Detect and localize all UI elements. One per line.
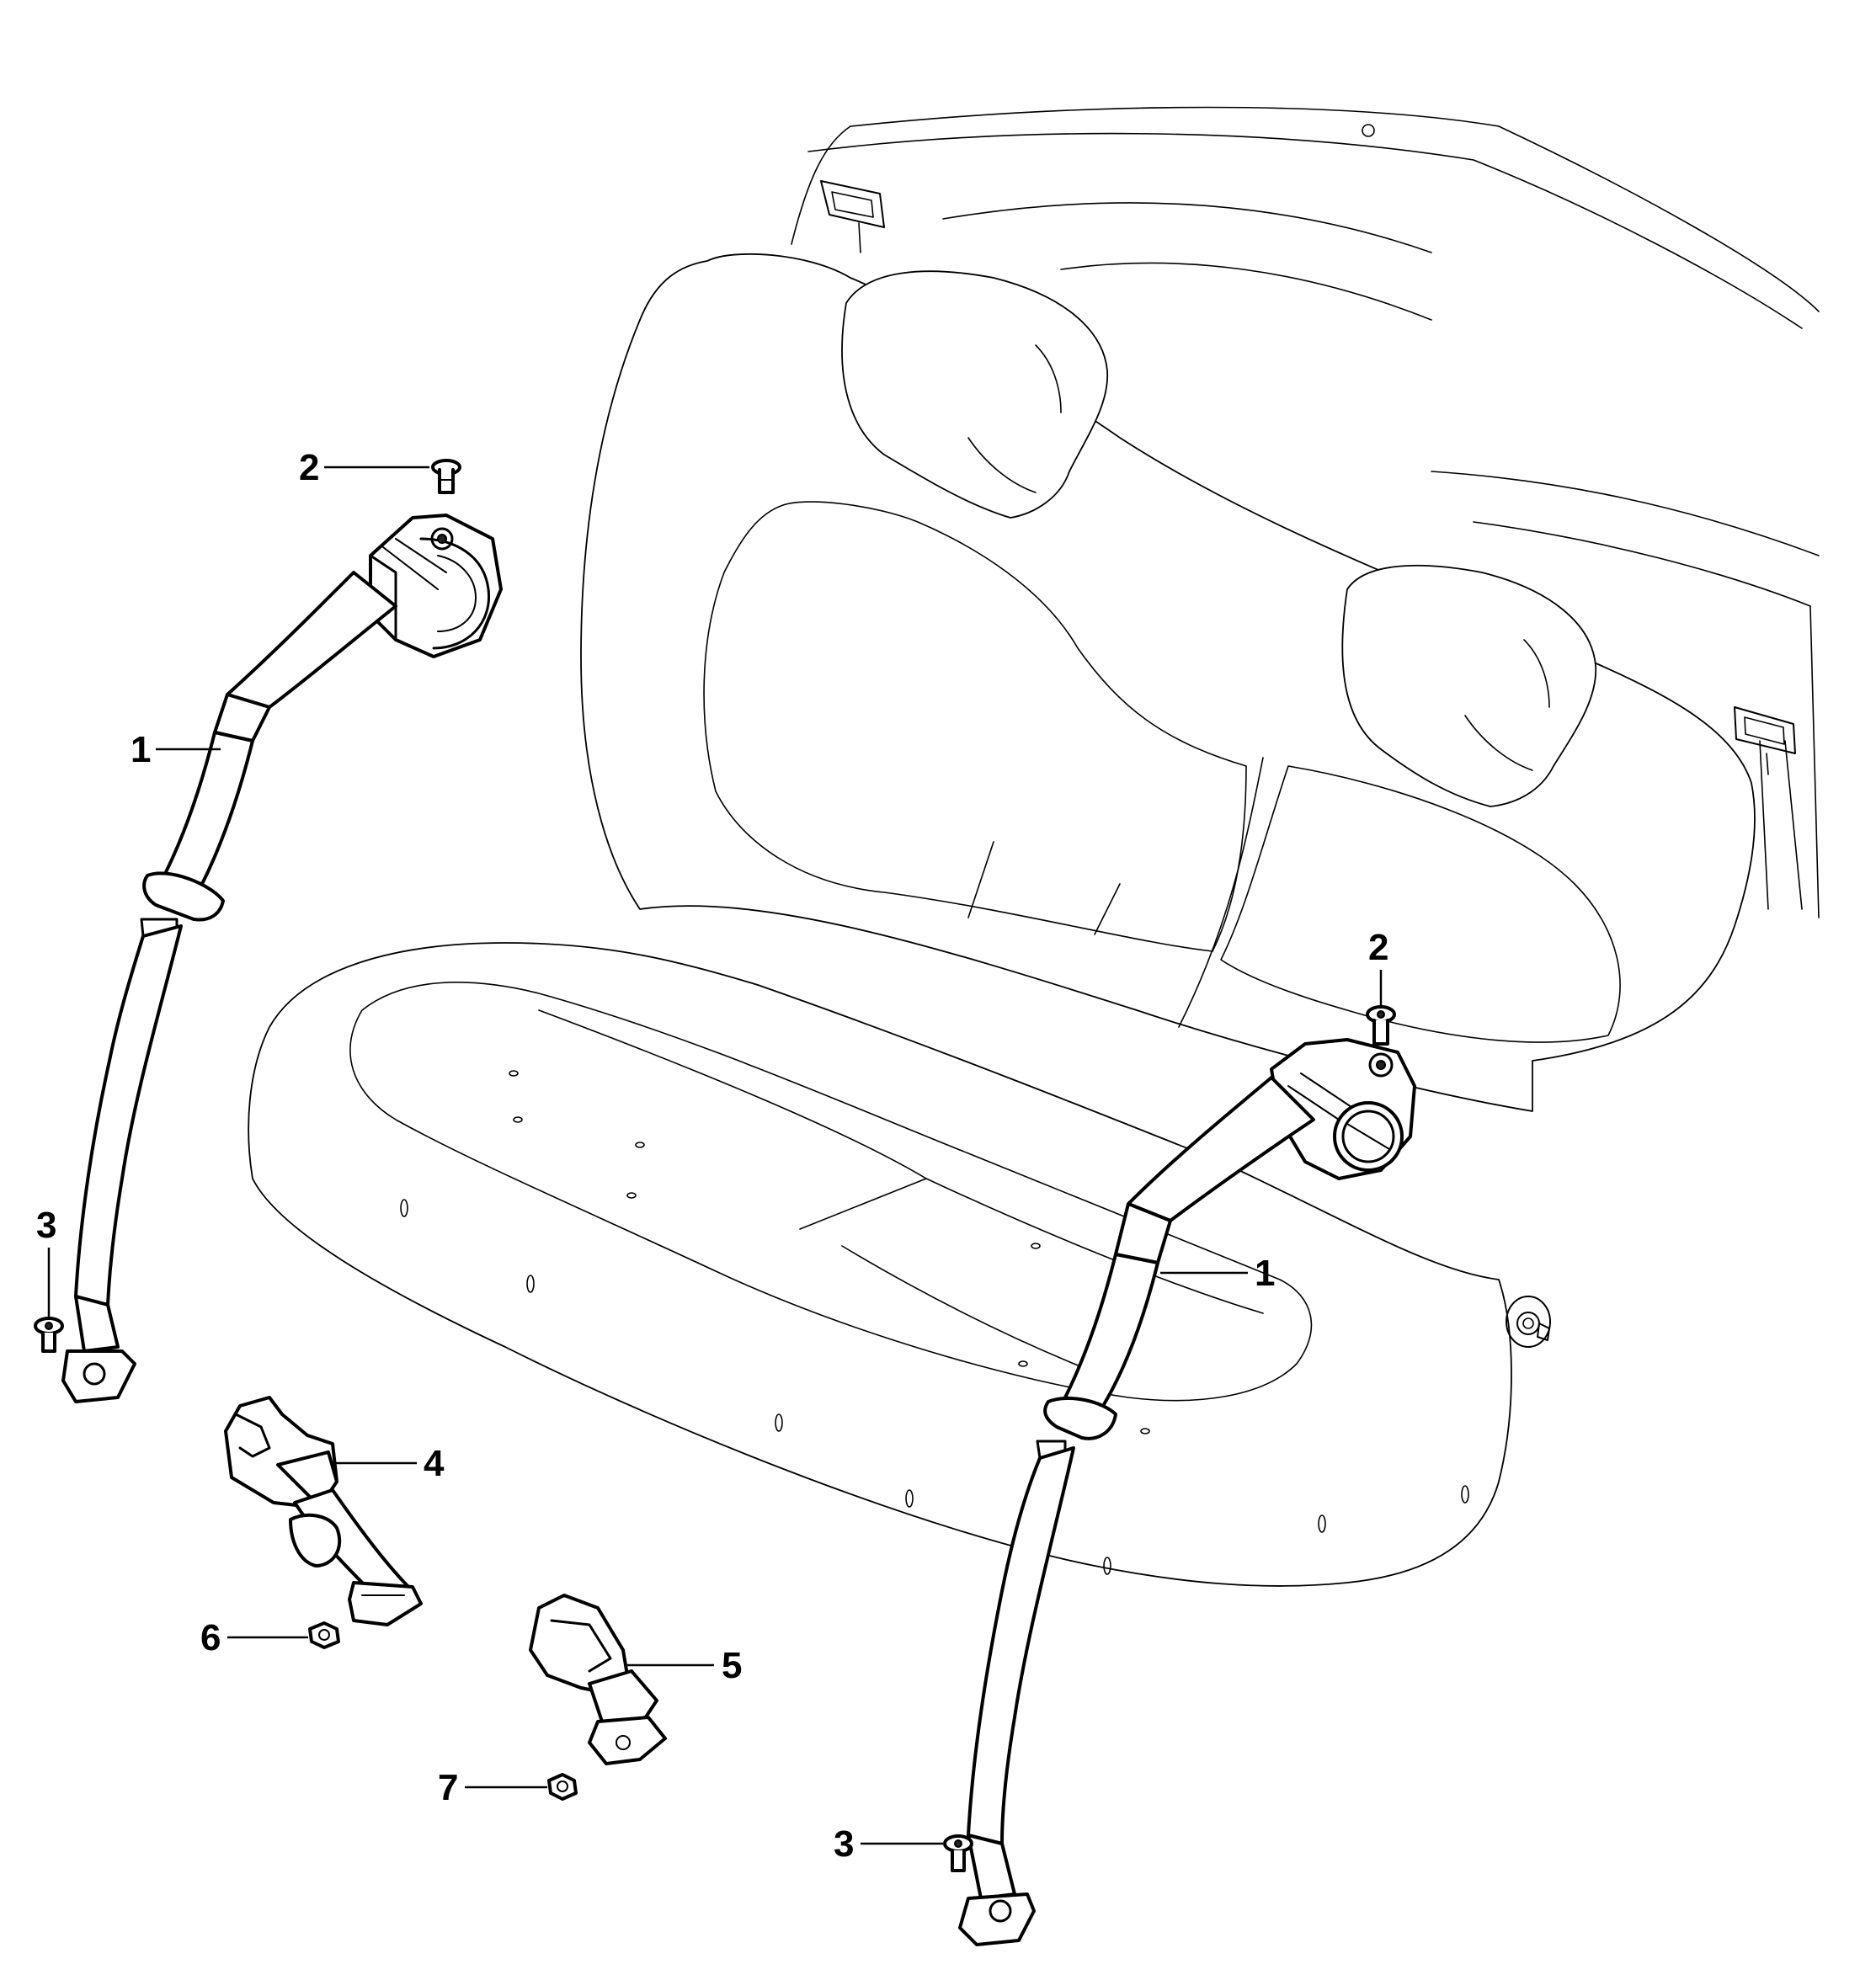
seat-belt-right: [958, 1038, 1416, 1946]
callout-1-left: 1: [131, 729, 221, 770]
buckle-assembly-4: [224, 1396, 423, 1626]
parcel-shelf: [791, 106, 1820, 918]
headrest-right: [1341, 564, 1597, 807]
webbing-left-middle: [163, 731, 254, 886]
callout-label: 3: [834, 1823, 854, 1865]
bolt-3-left: [34, 1317, 64, 1353]
guide-loop-left: [142, 871, 225, 922]
seat-cushion-pad: [349, 982, 1313, 1402]
callout-label: 4: [424, 1443, 445, 1484]
bolt-2-right: [1366, 1005, 1396, 1046]
callout-label: 5: [722, 1645, 742, 1686]
callout-3-left: 3: [36, 1205, 56, 1317]
callout-label: 2: [299, 447, 319, 488]
callout-2-left: 2: [299, 447, 429, 488]
callout-label: 6: [200, 1617, 221, 1658]
child-seat-anchor-right: [1734, 706, 1796, 775]
headrest-left: [841, 270, 1109, 519]
callout-label: 3: [36, 1205, 56, 1246]
guide-loop-right: [1043, 1396, 1117, 1440]
side-anchor-bolt: [1506, 1296, 1551, 1348]
callout-label: 1: [1255, 1253, 1275, 1294]
retractor-left: [369, 514, 503, 658]
callout-3-right: 3: [834, 1823, 943, 1865]
callouts: 2 1 3 4 6 5 7 2: [36, 447, 1388, 1865]
seat-belt-left: [61, 514, 503, 1403]
bolt-3-right: [943, 1834, 973, 1872]
callout-label: 1: [131, 729, 151, 770]
anchor-plate-left: [61, 1349, 136, 1403]
callout-1-right: 1: [1160, 1253, 1275, 1294]
rear-seat-assembly: [248, 106, 1820, 1587]
bolt-2-left: [431, 459, 461, 494]
seat-back: [580, 253, 1756, 1112]
seat-cushion: [248, 942, 1512, 1587]
nut-6: [308, 1621, 340, 1649]
webbing-left-upper: [226, 571, 397, 709]
callout-7: 7: [438, 1767, 547, 1808]
callout-4: 4: [333, 1443, 445, 1484]
buckle-assembly-5: [529, 1594, 667, 1765]
callout-label: 2: [1368, 927, 1388, 968]
seat-back-right-pad: [1220, 765, 1621, 1043]
callout-label: 7: [438, 1767, 458, 1808]
child-seat-anchor-left: [820, 180, 885, 253]
callout-6: 6: [200, 1617, 308, 1658]
webbing-left-lower: [74, 924, 183, 1307]
callout-2-right: 2: [1368, 927, 1388, 1006]
callout-5: 5: [627, 1645, 742, 1686]
cushion-dimples: [400, 1070, 1469, 1575]
nut-7: [547, 1773, 578, 1801]
seat-back-left-pad: [703, 501, 1247, 952]
